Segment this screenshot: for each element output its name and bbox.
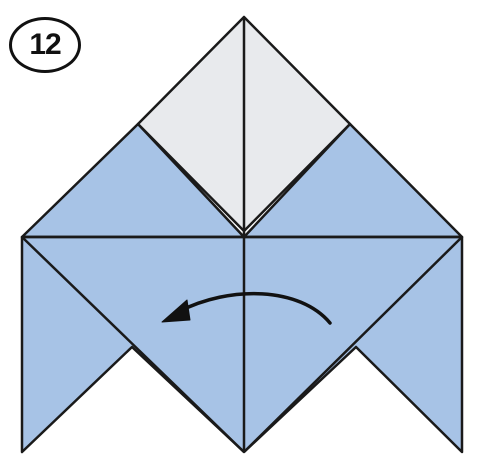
step-number-badge: 12 bbox=[9, 17, 81, 73]
curved-arrow-left-icon bbox=[161, 291, 332, 325]
lower-body bbox=[20, 235, 464, 454]
left-diagonal-edge bbox=[21, 236, 245, 453]
right-diagonal-edge bbox=[243, 236, 463, 453]
step-number: 12 bbox=[29, 28, 61, 61]
